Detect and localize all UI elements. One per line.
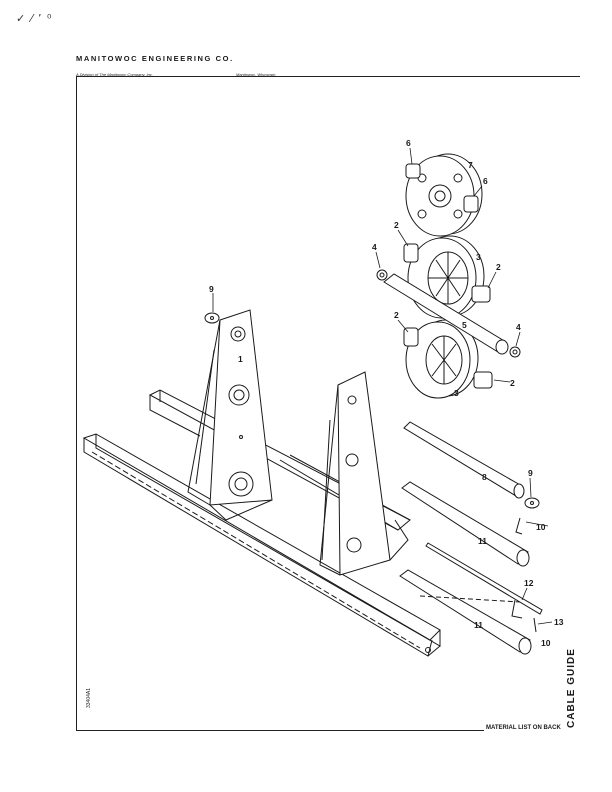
division-line: A Division of The Manitowoc Company, Inc… (76, 72, 153, 77)
callout-8: 8 (482, 472, 487, 482)
tubes-11 (399, 481, 532, 655)
callout-2a: 2 (394, 220, 399, 230)
lower-sheave (403, 319, 493, 399)
washers (204, 269, 540, 509)
callout-1: 1 (238, 354, 243, 364)
callout-3a: 3 (476, 252, 481, 262)
leader-lines (212, 147, 553, 625)
callout-6a: 6 (406, 138, 411, 148)
callout-7: 7 (468, 160, 473, 170)
callout-9b: 9 (528, 468, 533, 478)
callout-13: 13 (554, 617, 564, 627)
rod-12 (419, 542, 543, 615)
callout-6b: 6 (483, 176, 488, 186)
callout-11b: 11 (474, 620, 483, 630)
frame-rule-top (76, 76, 580, 77)
callout-5: 5 (462, 320, 467, 330)
pins (511, 517, 537, 633)
city-line: Manitowoc, Wisconsin (236, 72, 276, 77)
frame-rule-bottom (76, 730, 484, 731)
scan-marks: ✓ ⁄ ʼ ⁰ (16, 12, 53, 25)
right-tower (319, 371, 409, 576)
sheave-shaft (383, 273, 509, 355)
frame-rule-left (76, 76, 77, 730)
callout-2d: 2 (510, 378, 515, 388)
tube-8 (403, 421, 525, 499)
callout-2c: 2 (394, 310, 399, 320)
callout-4a: 4 (372, 242, 377, 252)
upper-sheave (405, 153, 483, 237)
callout-4b: 4 (516, 322, 521, 332)
callout-10a: 10 (536, 522, 546, 532)
callout-12: 12 (524, 578, 534, 588)
left-tower (187, 309, 273, 521)
material-list-note: MATERIAL LIST ON BACK (486, 725, 561, 731)
base-frame-rail (82, 433, 441, 657)
company-name: MANITOWOC ENGINEERING CO. (76, 54, 234, 63)
callout-2b: 2 (496, 262, 501, 272)
callout-9a: 9 (209, 284, 214, 294)
callout-10b: 10 (541, 638, 551, 648)
callout-labels: 1 2 2 2 2 3 3 4 4 5 6 6 7 8 9 9 10 10 11… (209, 138, 564, 648)
callout-11a: 11 (478, 536, 487, 546)
callout-3b: 3 (454, 388, 459, 398)
